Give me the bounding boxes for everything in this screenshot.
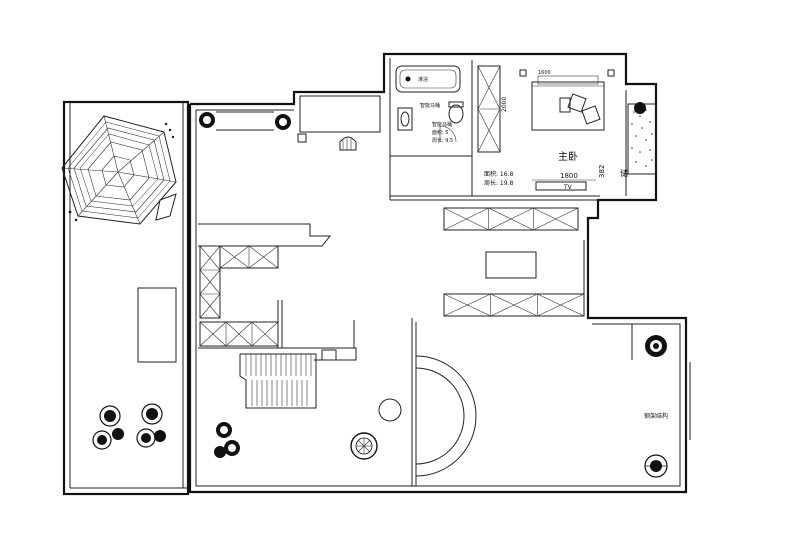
cabinet-module: [443, 293, 585, 317]
dimension-width: 1800: [560, 172, 578, 180]
planter: 储: [620, 102, 657, 178]
tree-icon: [136, 403, 166, 448]
bathroom: 淋浴 智能马桶 智能马桶 面积: 5 周长: 9.5: [395, 65, 464, 144]
cabinet-module: [443, 207, 579, 231]
garden-table: [137, 287, 177, 363]
tree-icon: [644, 454, 668, 478]
garden-terrace: [62, 100, 190, 496]
tv-cabinet: [535, 181, 587, 191]
toilet-icon: [448, 104, 464, 124]
perimeter-value: 周长: 19.8: [484, 179, 513, 187]
outer-walls: [188, 52, 688, 494]
armchair-icon: [350, 432, 378, 460]
stair-area: [198, 300, 357, 409]
tree-icon: [275, 114, 291, 130]
tree-icon: [199, 112, 215, 128]
wardrobe: 2000: [477, 65, 508, 153]
room-name: 主卧: [558, 150, 578, 163]
svg-text:周长: 9.5: 周长: 9.5: [432, 137, 453, 144]
svg-text:智能马桶: 智能马桶: [432, 121, 452, 128]
area-value: 面积: 16.8: [484, 170, 513, 178]
svg-text:储: 储: [620, 168, 628, 178]
tree-icon: [92, 405, 124, 450]
svg-text:智能马桶: 智能马桶: [420, 102, 440, 109]
tree-icon: [214, 422, 240, 458]
pergola-icon: [61, 115, 177, 225]
bathtub-icon: [395, 65, 461, 93]
living-room: 钢架结构: [411, 318, 691, 486]
tree-icon: [645, 335, 667, 357]
svg-text:2000: 2000: [501, 97, 508, 112]
interior-walls: [299, 58, 627, 201]
window-label: 钢架结构: [644, 412, 668, 420]
dimension-depth: 382: [598, 165, 606, 178]
chair-icon: [339, 136, 357, 151]
bed-icon: 1600: [519, 69, 615, 131]
dining-table: [485, 251, 537, 279]
tv-label: TV: [563, 184, 573, 191]
svg-text:面积: 5: 面积: 5: [432, 129, 448, 136]
cabinets: [198, 207, 585, 347]
sink-icon: [397, 107, 413, 131]
round-table: [378, 398, 402, 422]
svg-text:淋浴: 淋浴: [418, 76, 428, 83]
svg-text:1600: 1600: [538, 70, 551, 76]
